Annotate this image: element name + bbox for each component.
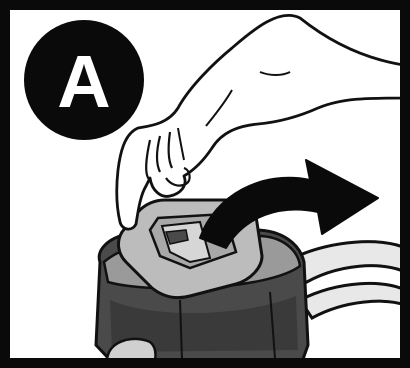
step-badge: A bbox=[24, 20, 144, 140]
step-label: A bbox=[57, 40, 110, 123]
